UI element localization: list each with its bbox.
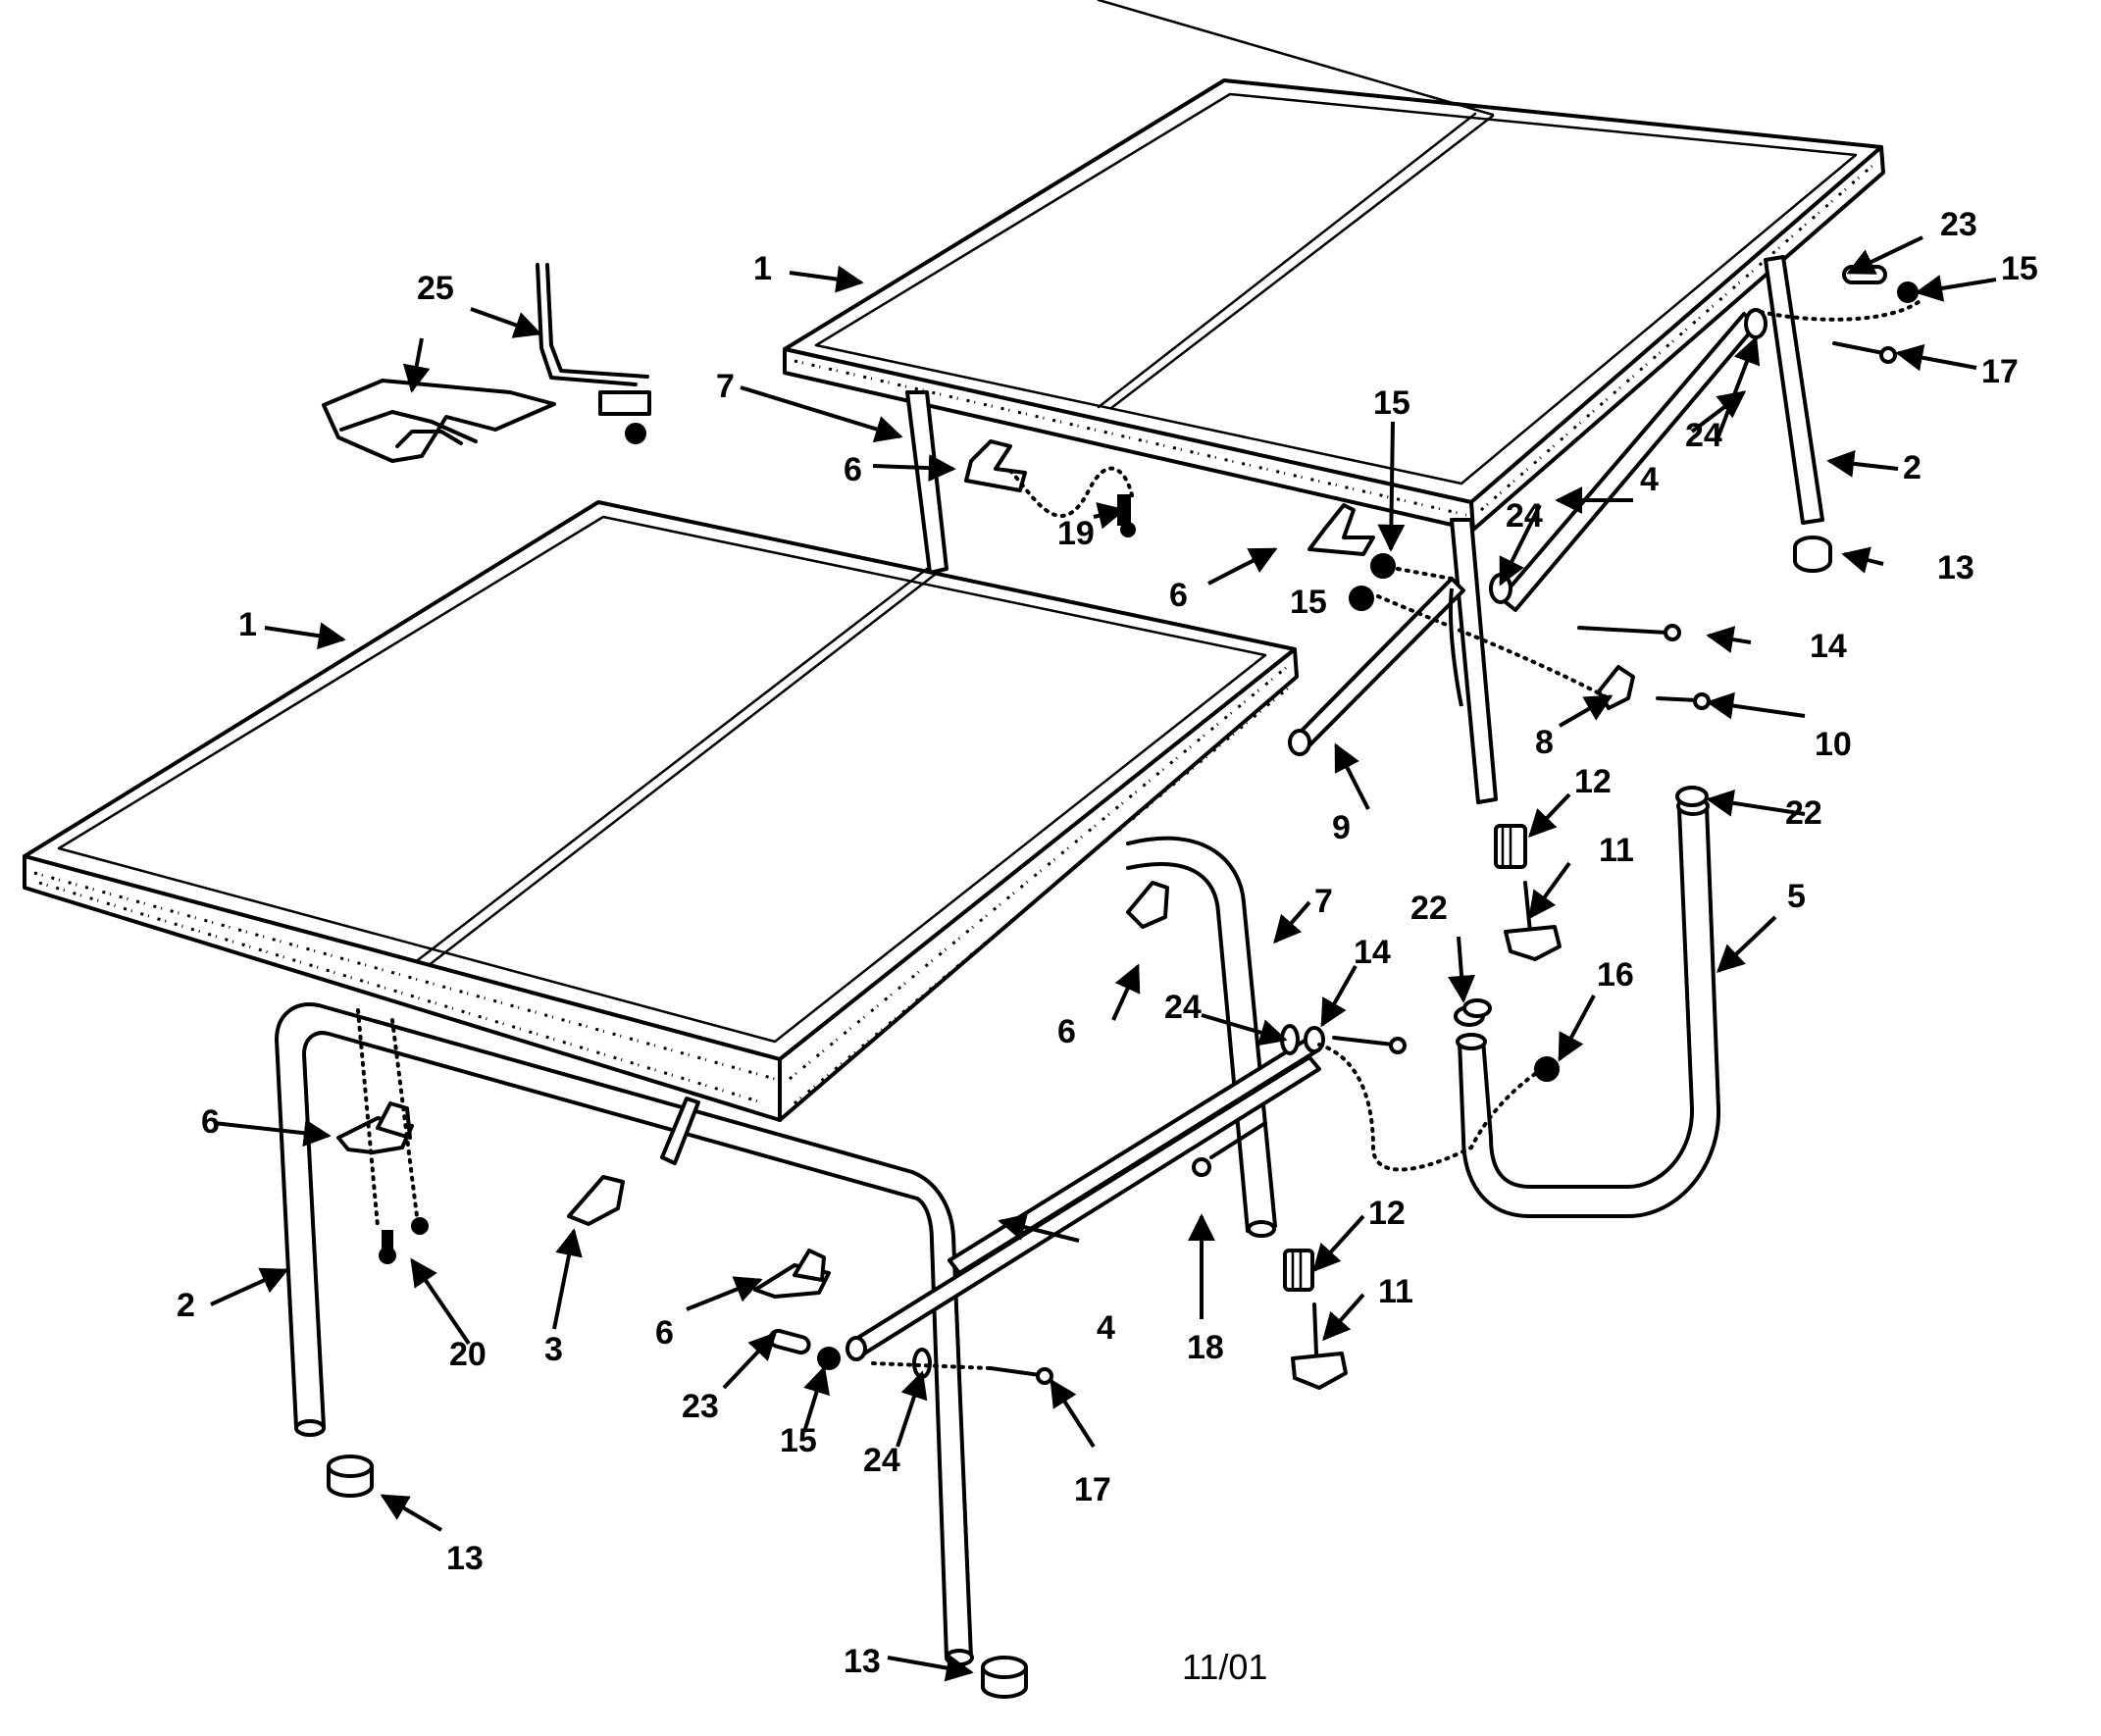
callout-19: 19	[1057, 515, 1095, 552]
lower-table-top	[25, 502, 1297, 1120]
callout-24-a: 24	[1685, 417, 1722, 454]
upper-table-top	[785, 0, 1883, 530]
upper-hardware	[966, 267, 1922, 959]
callout-2-lower: 2	[177, 1287, 195, 1324]
callout-labels: 1 1 2 2 3 4 4 5 6 6 6 6 6 6 7 7 8 9 10 1…	[177, 206, 2038, 1680]
callout-12-lower: 12	[1368, 1195, 1406, 1232]
callout-22-lower: 22	[1410, 890, 1448, 927]
callout-3: 3	[544, 1331, 563, 1368]
callout-15-d: 15	[780, 1422, 817, 1459]
upper-table-legs	[907, 257, 1830, 802]
callout-4-upper: 4	[1640, 461, 1659, 498]
callout-1-lower: 1	[238, 606, 257, 643]
callout-13-lower-left: 13	[446, 1540, 484, 1577]
callout-8: 8	[1535, 724, 1554, 761]
callout-24-b: 24	[1506, 497, 1543, 535]
callout-17-upper: 17	[1981, 353, 2019, 390]
lower-hardware	[338, 883, 1490, 1388]
callout-10: 10	[1815, 726, 1852, 763]
callout-9: 9	[1332, 809, 1351, 846]
leg-caps-13	[329, 1456, 1026, 1697]
net-post-assembly	[324, 265, 649, 461]
callout-4-lower: 4	[1097, 1309, 1115, 1347]
callout-6-a: 6	[844, 451, 862, 488]
callout-2-upper: 2	[1903, 449, 1922, 486]
callout-16: 16	[1597, 956, 1634, 994]
callout-25-a: 25	[417, 270, 454, 307]
callout-24-c: 24	[1164, 989, 1202, 1026]
callout-14-lower: 14	[1354, 934, 1391, 971]
callout-6-b: 6	[1169, 577, 1188, 614]
date-code: 11/01	[1182, 1647, 1267, 1687]
callout-15-a: 15	[2001, 250, 2038, 287]
callout-15-c: 15	[1290, 584, 1327, 621]
callout-6-e: 6	[655, 1314, 674, 1352]
callout-12-upper: 12	[1574, 763, 1612, 800]
callout-arrows	[210, 235, 1997, 1682]
callout-20: 20	[449, 1336, 487, 1373]
callout-15-b: 15	[1373, 384, 1410, 422]
callout-7-lower: 7	[1314, 883, 1333, 920]
callout-24-d: 24	[863, 1442, 900, 1479]
u-leg-5	[1456, 788, 1718, 1216]
callout-1-upper: 1	[753, 250, 772, 287]
callout-6-d: 6	[201, 1103, 220, 1141]
callout-13-upper: 13	[1937, 549, 1974, 587]
callout-18: 18	[1187, 1329, 1224, 1366]
callout-23-upper: 23	[1940, 206, 1977, 243]
callout-11-upper: 11	[1599, 832, 1634, 869]
callout-7-upper: 7	[716, 368, 735, 405]
callout-14-upper: 14	[1810, 628, 1847, 665]
callout-22-upper: 22	[1785, 794, 1822, 832]
callout-11-lower: 11	[1378, 1273, 1413, 1310]
callout-5: 5	[1787, 878, 1806, 915]
callout-6-c: 6	[1057, 1013, 1076, 1050]
callout-13-lower-right: 13	[844, 1643, 881, 1680]
lower-frame	[277, 839, 1323, 1664]
callout-23-lower: 23	[682, 1388, 719, 1425]
callout-17-lower: 17	[1074, 1471, 1111, 1508]
